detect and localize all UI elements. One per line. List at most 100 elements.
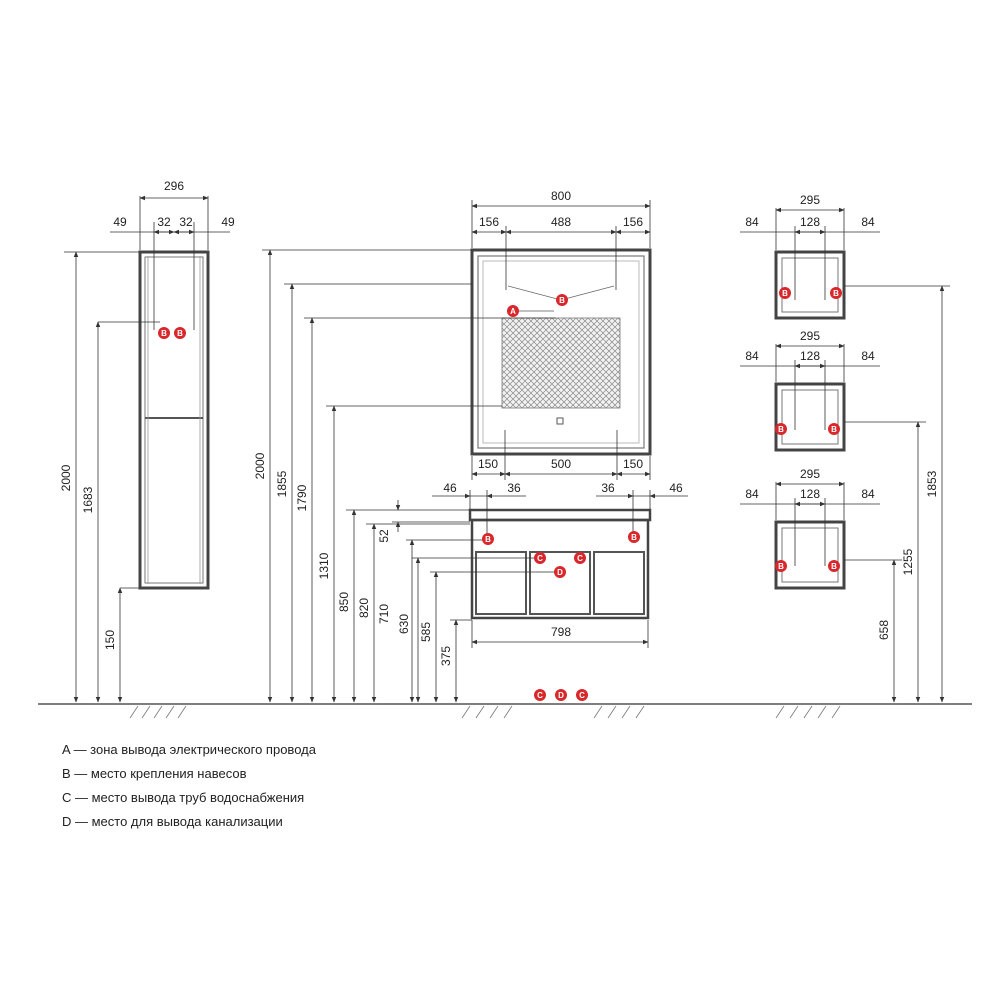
mirror-bottom-right-label: 150 bbox=[623, 457, 643, 471]
center-height-dimensions bbox=[262, 249, 558, 703]
legend-item-b: B — место крепления навесов bbox=[62, 766, 247, 781]
height-585-label: 585 bbox=[419, 622, 433, 642]
height-375-label: 375 bbox=[439, 646, 453, 666]
marker-d: D bbox=[555, 689, 567, 701]
svg-text:C: C bbox=[577, 554, 583, 563]
tall-height-label: 2000 bbox=[59, 464, 73, 491]
mirror-labels: 800 156 488 156 150 500 150 bbox=[478, 189, 643, 471]
mirror-top-center-label: 488 bbox=[551, 215, 571, 229]
marker-a: A bbox=[507, 305, 519, 317]
wall-top-center-label: 128 bbox=[800, 215, 820, 229]
vanity-countertop bbox=[468, 508, 652, 522]
marker-d: D bbox=[554, 566, 566, 578]
wall-cabinet-dimensions bbox=[740, 207, 950, 703]
svg-text:C: C bbox=[579, 691, 585, 700]
marker-b: B bbox=[482, 533, 494, 545]
vanity-labels: 46 36 36 46 798 bbox=[443, 481, 683, 639]
wall-middle-width-label: 295 bbox=[800, 329, 820, 343]
mirror-width-label: 800 bbox=[551, 189, 571, 203]
depth-52-label: 52 bbox=[377, 529, 391, 543]
mirror-dimensions bbox=[471, 200, 651, 480]
height-1310-label: 1310 bbox=[317, 552, 331, 579]
legend-item-c: C — место вывода труб водоснабжения bbox=[62, 790, 305, 805]
wall-middle-left-label: 84 bbox=[745, 349, 759, 363]
mirror-bottom-center-label: 500 bbox=[551, 457, 571, 471]
marker-b: B bbox=[158, 327, 170, 339]
marker-b: B bbox=[628, 531, 640, 543]
mirror-cable-zone bbox=[501, 317, 621, 409]
height-710-label: 710 bbox=[377, 604, 391, 624]
floor-hatching bbox=[129, 705, 841, 719]
wall-bottom-left-label: 84 bbox=[745, 487, 759, 501]
wall-height-1853-label: 1853 bbox=[925, 470, 939, 497]
svg-text:B: B bbox=[782, 289, 788, 298]
tall-width-label: 296 bbox=[164, 179, 184, 193]
marker-b: B bbox=[174, 327, 186, 339]
svg-text:B: B bbox=[778, 562, 784, 571]
mirror-top-left-label: 156 bbox=[479, 215, 499, 229]
svg-text:B: B bbox=[778, 425, 784, 434]
mirror bbox=[470, 248, 652, 456]
height-1790-label: 1790 bbox=[295, 484, 309, 511]
legend: A — зона вывода электрического провода B… bbox=[62, 738, 316, 834]
wall-bottom-center-label: 128 bbox=[800, 487, 820, 501]
marker-c: C bbox=[534, 552, 546, 564]
wall-height-1255-label: 1255 bbox=[901, 548, 915, 575]
legend-item-d: D — место для вывода канализации bbox=[62, 814, 283, 829]
height-2000-label: 2000 bbox=[253, 452, 267, 479]
marker-b: B bbox=[828, 560, 840, 572]
marker-c: C bbox=[576, 689, 588, 701]
height-850-label: 850 bbox=[337, 592, 351, 612]
vanity-body-width-label: 798 bbox=[551, 625, 571, 639]
tall-cabinet-dimensions bbox=[64, 195, 230, 703]
wall-cabinet-top bbox=[774, 250, 846, 320]
tall-cabinet-labels: 296 49 32 32 49 2000 1683 150 bbox=[59, 179, 235, 650]
svg-text:B: B bbox=[559, 296, 565, 305]
svg-text:D: D bbox=[557, 568, 563, 577]
svg-text:B: B bbox=[631, 533, 637, 542]
marker-b: B bbox=[775, 560, 787, 572]
svg-text:B: B bbox=[831, 562, 837, 571]
vanity-top-right-inner-label: 36 bbox=[601, 481, 615, 495]
tall-inner-left-label: 32 bbox=[157, 215, 171, 229]
vanity bbox=[468, 508, 652, 620]
height-1855-label: 1855 bbox=[275, 470, 289, 497]
wall-cabinet-labels: 295 84 128 84 295 84 128 84 295 84 128 8… bbox=[745, 193, 939, 640]
tall-cabinet bbox=[138, 250, 210, 590]
wall-bottom-width-label: 295 bbox=[800, 467, 820, 481]
svg-text:B: B bbox=[833, 289, 839, 298]
wall-cabinet-bottom bbox=[774, 520, 846, 590]
marker-b: B bbox=[775, 423, 787, 435]
vanity-top-right-outer-label: 46 bbox=[669, 481, 683, 495]
svg-text:D: D bbox=[558, 691, 564, 700]
legend-item-a: A — зона вывода электрического провода bbox=[62, 742, 316, 757]
tall-inner-right-label: 32 bbox=[179, 215, 193, 229]
svg-text:B: B bbox=[831, 425, 837, 434]
tall-floor-gap-label: 150 bbox=[103, 630, 117, 650]
mirror-bottom-left-label: 150 bbox=[478, 457, 498, 471]
center-height-labels: 2000 1855 1790 1310 850 820 52 710 630 5… bbox=[253, 452, 453, 666]
svg-text:B: B bbox=[485, 535, 491, 544]
vanity-top-left-outer-label: 46 bbox=[443, 481, 457, 495]
tall-side-right-label: 49 bbox=[221, 215, 235, 229]
marker-b: B bbox=[830, 287, 842, 299]
vanity-dimensions bbox=[392, 490, 688, 648]
marker-b: B bbox=[828, 423, 840, 435]
svg-text:C: C bbox=[537, 554, 543, 563]
svg-text:C: C bbox=[537, 691, 543, 700]
svg-text:B: B bbox=[161, 329, 167, 338]
marker-b: B bbox=[779, 287, 791, 299]
wall-middle-right-label: 84 bbox=[861, 349, 875, 363]
wall-top-width-label: 295 bbox=[800, 193, 820, 207]
height-630-label: 630 bbox=[397, 614, 411, 634]
wall-top-left-label: 84 bbox=[745, 215, 759, 229]
vanity-top-left-inner-label: 36 bbox=[507, 481, 521, 495]
mirror-sensor bbox=[556, 417, 564, 425]
wall-top-right-label: 84 bbox=[861, 215, 875, 229]
wall-height-658-label: 658 bbox=[877, 620, 891, 640]
svg-text:A: A bbox=[510, 307, 516, 316]
marker-c: C bbox=[574, 552, 586, 564]
marker-b: B bbox=[556, 294, 568, 306]
wall-cabinet-middle bbox=[774, 382, 846, 452]
